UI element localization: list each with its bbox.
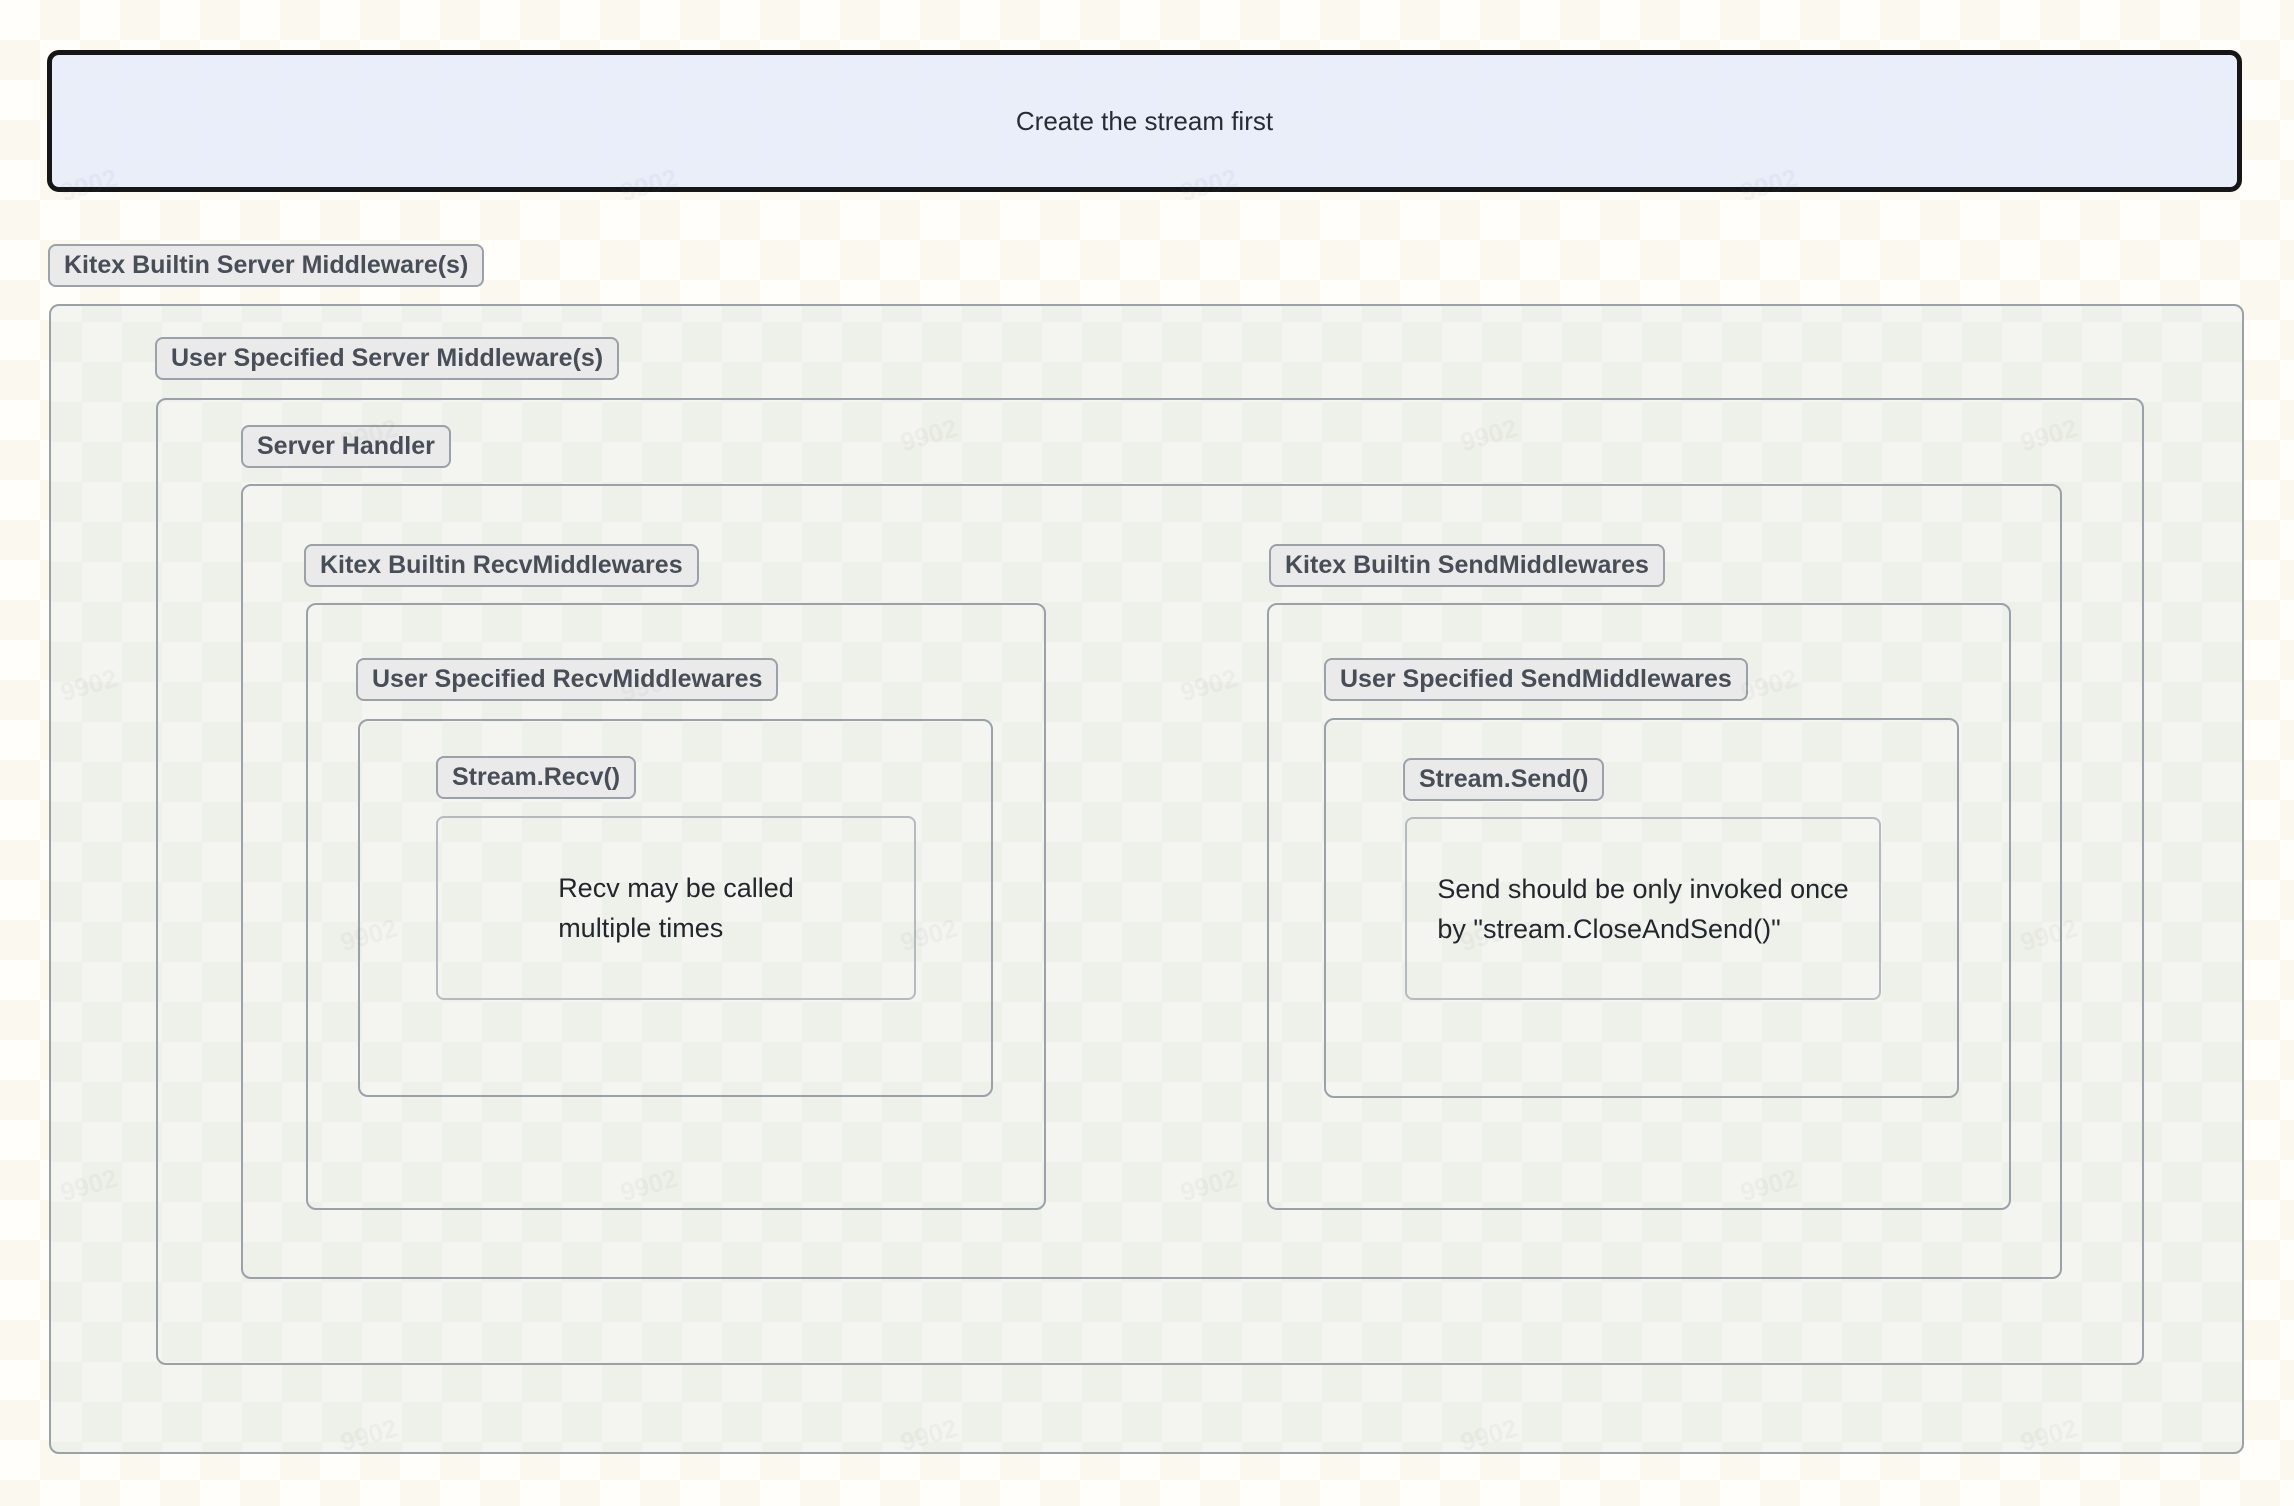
badge-user-specified-server-middlewares: User Specified Server Middleware(s) <box>155 337 620 380</box>
create-stream-label: Create the stream first <box>1015 105 1274 136</box>
badge-stream-send: Stream.Send() <box>1403 758 1605 801</box>
note-send-text: Send should be only invoked once by "str… <box>1437 873 1849 944</box>
badge-label: Stream.Recv() <box>452 763 621 791</box>
badge-label: Stream.Send() <box>1419 765 1589 793</box>
note-recv: Recv may be called multiple times <box>436 816 916 1000</box>
container-kitex-builtin-server-middlewares: User Specified Server Middleware(s) Serv… <box>49 304 2244 1454</box>
badge-label: User Specified SendMiddlewares <box>1340 665 1732 693</box>
badge-label: Kitex Builtin RecvMiddlewares <box>320 551 683 579</box>
badge-label: Kitex Builtin SendMiddlewares <box>1285 551 1649 579</box>
badge-user-specified-send-middlewares: User Specified SendMiddlewares <box>1324 658 1748 701</box>
container-user-specified-recv-middlewares: Stream.Recv() Recv may be called multipl… <box>358 719 993 1097</box>
badge-stream-recv: Stream.Recv() <box>436 756 637 799</box>
badge-kitex-builtin-recv-middlewares: Kitex Builtin RecvMiddlewares <box>304 544 699 587</box>
badge-kitex-builtin-send-middlewares: Kitex Builtin SendMiddlewares <box>1269 544 1665 587</box>
container-kitex-builtin-send-middlewares: User Specified SendMiddlewares Stream.Se… <box>1267 603 2011 1210</box>
badge-label: User Specified RecvMiddlewares <box>372 665 763 693</box>
badge-user-specified-recv-middlewares: User Specified RecvMiddlewares <box>356 658 779 701</box>
badge-kitex-builtin-server-middlewares: Kitex Builtin Server Middleware(s) <box>48 244 485 287</box>
container-user-specified-send-middlewares: Stream.Send() Send should be only invoke… <box>1324 718 1959 1098</box>
note-send: Send should be only invoked once by "str… <box>1405 817 1881 1000</box>
container-server-handler: Kitex Builtin RecvMiddlewares User Speci… <box>241 484 2062 1279</box>
create-stream-box: Create the stream first <box>47 50 2242 192</box>
container-user-specified-server-middlewares: Server Handler Kitex Builtin RecvMiddlew… <box>156 398 2144 1365</box>
badge-label: User Specified Server Middleware(s) <box>171 344 604 372</box>
note-recv-text: Recv may be called multiple times <box>558 873 794 943</box>
badge-label: Server Handler <box>257 432 435 460</box>
container-kitex-builtin-recv-middlewares: User Specified RecvMiddlewares Stream.Re… <box>306 603 1046 1210</box>
badge-label: Kitex Builtin Server Middleware(s) <box>64 251 469 279</box>
badge-server-handler: Server Handler <box>241 425 451 468</box>
